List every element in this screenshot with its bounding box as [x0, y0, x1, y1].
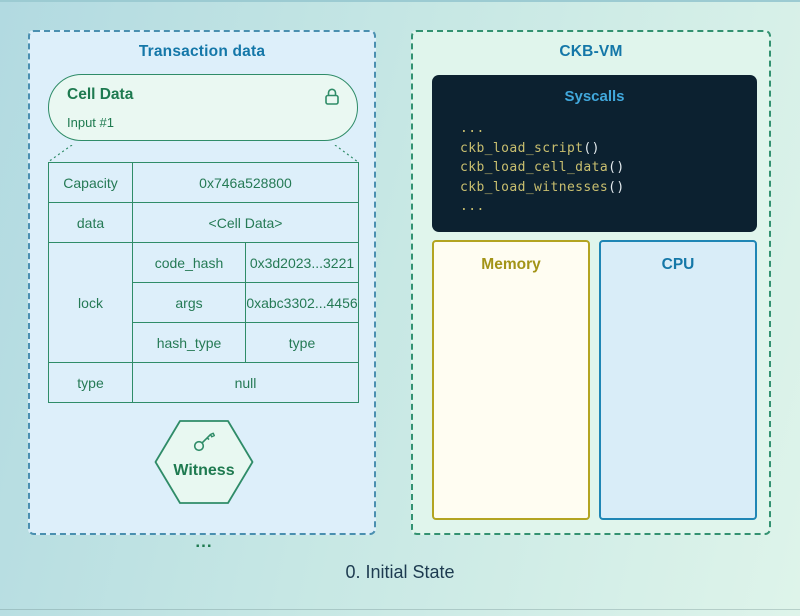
memory-label: Memory — [481, 256, 541, 273]
code-line: ckb_load_cell_data() — [460, 160, 625, 175]
ckb-vm-title: CKB-VM — [559, 43, 623, 60]
bottom-edge-strip — [0, 609, 800, 610]
capacity-value: 0x746a528800 — [132, 162, 359, 203]
capacity-label: Capacity — [48, 162, 133, 203]
cell-data-title: Cell Data — [67, 86, 134, 103]
code-line: ckb_load_script() — [460, 140, 600, 156]
table-row: data <Cell Data> — [48, 202, 359, 243]
ckb-vm-panel: CKB-VM Syscalls ... ckb_load_script() ck… — [411, 30, 771, 535]
code-line: ... — [460, 121, 485, 136]
cell-fields-table: Capacity 0x746a528800 data <Cell Data> l… — [48, 162, 359, 403]
cpu-label: CPU — [661, 256, 695, 273]
code-hash-value: 0x3d2023...3221 — [245, 242, 359, 283]
memory-box: Memory — [432, 240, 590, 520]
code-line: ckb_load_witnesses() — [460, 179, 625, 195]
lock-icon — [325, 88, 339, 105]
cpu-box: CPU — [599, 240, 757, 520]
type-label: type — [48, 362, 133, 403]
table-row: hash_type type — [49, 322, 359, 363]
connector-lines — [47, 145, 359, 162]
table-row: type null — [48, 362, 359, 403]
table-row: lock code_hash 0x3d2023...3221 — [48, 242, 359, 363]
data-value: <Cell Data> — [132, 202, 359, 243]
hash-type-value: type — [245, 322, 359, 363]
syscalls-title: Syscalls — [564, 88, 625, 105]
args-key: args — [132, 282, 246, 323]
table-row: Capacity 0x746a528800 — [48, 162, 359, 203]
data-label: data — [48, 202, 133, 243]
table-row: args 0xabc3302...4456 — [49, 282, 359, 323]
key-icon — [193, 432, 215, 452]
syscalls-code: ... ckb_load_script() ckb_load_cell_data… — [460, 119, 625, 217]
code-line: ... — [460, 199, 485, 214]
witness-label: Witness — [173, 462, 235, 479]
syscalls-box: Syscalls ... ckb_load_script() ckb_load_… — [432, 75, 757, 232]
figure-caption: 0. Initial State — [345, 562, 455, 582]
type-value: null — [132, 362, 359, 403]
lock-label: lock — [48, 242, 133, 363]
cell-data-subtitle: Input #1 — [67, 115, 114, 130]
hexagon-shape — [154, 420, 254, 504]
more-cells-ellipsis: ... — [195, 532, 213, 551]
cell-data-card: Cell Data Input #1 — [48, 74, 358, 141]
args-value: 0xabc3302...4456 — [245, 282, 359, 323]
transaction-data-panel: Transaction data Cell Data Input #1 Capa… — [28, 30, 376, 551]
top-edge-strip — [0, 0, 800, 2]
code-hash-key: code_hash — [132, 242, 246, 283]
witness-hexagon: Witness — [154, 419, 254, 505]
hash-type-key: hash_type — [132, 322, 246, 363]
transaction-panel-title: Transaction data — [138, 43, 266, 60]
